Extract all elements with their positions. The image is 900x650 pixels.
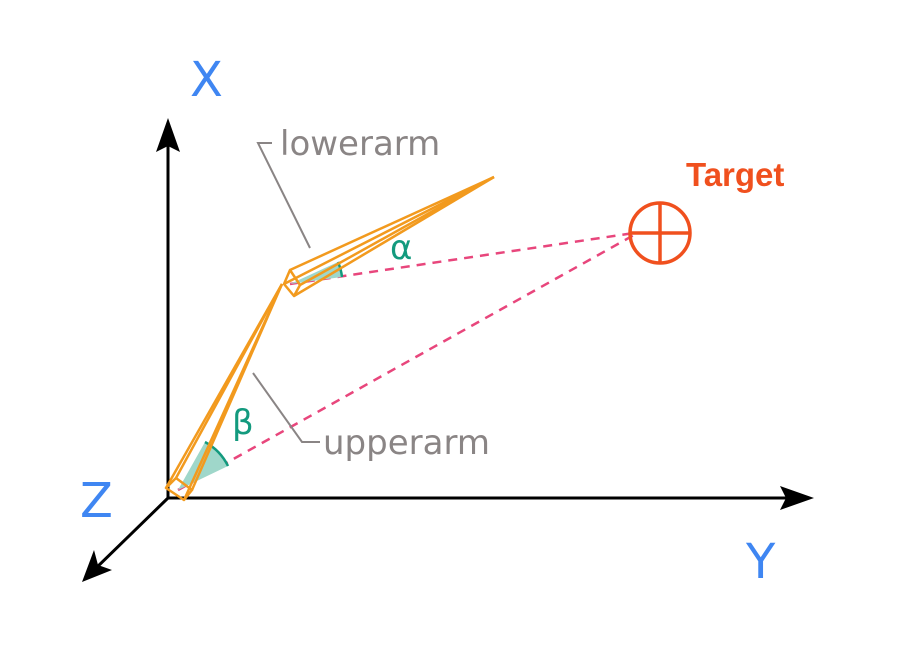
beta-label: β xyxy=(232,403,254,443)
y-axis-arrowhead xyxy=(780,486,814,510)
lowerarm-label: lowerarm xyxy=(280,124,440,164)
lowerarm-segment xyxy=(282,175,495,298)
z-axis-label: Z xyxy=(80,473,113,529)
axes xyxy=(82,118,814,582)
x-axis-arrowhead xyxy=(156,118,180,152)
upperarm-label: upperarm xyxy=(323,423,490,463)
arm-segments xyxy=(164,175,495,502)
z-axis xyxy=(90,496,170,574)
guide-line-shoulder-to-target xyxy=(177,233,635,492)
guide-lines xyxy=(177,231,635,492)
z-axis-arrowhead xyxy=(82,550,112,582)
guide-line-elbow-to-target xyxy=(289,231,635,286)
lowerarm-callout-line xyxy=(256,142,311,249)
y-axis-label: Y xyxy=(745,534,776,590)
upperarm-callout-line xyxy=(252,372,320,443)
target-icon xyxy=(628,201,692,265)
upperarm-segment xyxy=(164,283,284,502)
target-label: Target xyxy=(686,156,784,193)
callout-lines xyxy=(252,142,320,443)
beta-arc xyxy=(204,440,230,467)
alpha-label: α xyxy=(390,228,412,268)
angle-wedges xyxy=(178,261,344,490)
x-axis-label: X xyxy=(190,52,223,108)
